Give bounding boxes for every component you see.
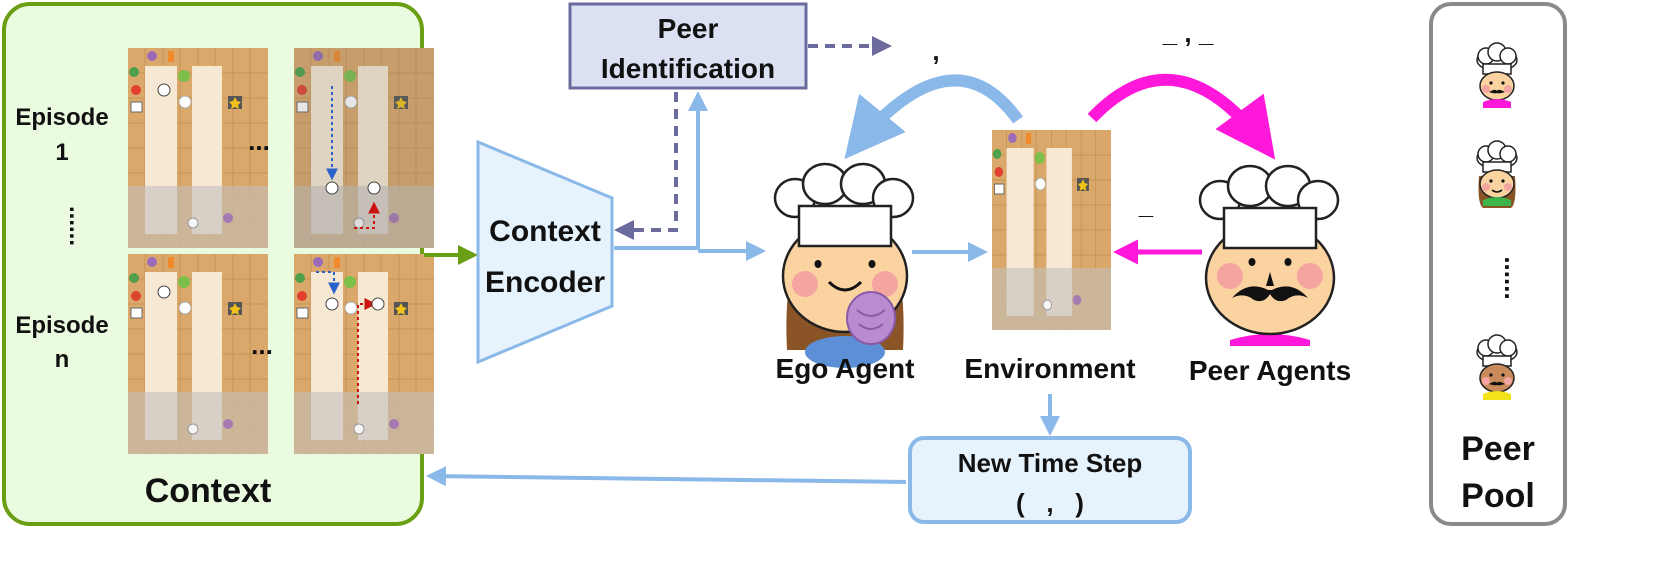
peer-agents-label: Peer Agents bbox=[1189, 355, 1351, 386]
timestep-to-context-arrow bbox=[426, 466, 907, 487]
peer-pool-label-line1: Peer bbox=[1461, 430, 1535, 468]
episode-n-label-line2: n bbox=[55, 346, 70, 373]
environment-kitchen bbox=[991, 129, 1112, 331]
context-encoder: Context Encoder bbox=[476, 139, 614, 365]
peer-agent-chef-icon bbox=[1198, 164, 1340, 346]
peer-pool-ellipsis: ...... bbox=[1499, 256, 1529, 299]
episode-1-label-line1: Episode bbox=[15, 104, 108, 131]
peer-pool-label-line2: Pool bbox=[1461, 477, 1535, 515]
comma-symbol: , bbox=[932, 36, 939, 66]
context-panel: Episode 1 ...... Episode n ... bbox=[2, 2, 435, 526]
ego-agent-chef-icon bbox=[773, 162, 915, 368]
environment-label: Environment bbox=[964, 353, 1135, 384]
episode-ellipsis-vertical: ...... bbox=[64, 206, 91, 246]
encoder-label-line1: Context bbox=[489, 215, 601, 248]
peer-identification-line2: Identification bbox=[601, 53, 775, 84]
episode-1-label-line2: 1 bbox=[55, 139, 68, 166]
peer-pool: ...... Peer Pool bbox=[1429, 2, 1567, 526]
peer-identification-line1: Peer bbox=[658, 13, 719, 44]
kitchen-thumb-n-2 bbox=[293, 253, 435, 455]
pool-chef-1-icon bbox=[1476, 42, 1518, 108]
environment-to-peer-arrow bbox=[1087, 73, 1276, 160]
ego-agent: Ego Agent bbox=[773, 162, 915, 384]
pool-chef-2-icon bbox=[1476, 140, 1518, 208]
encoder-label-line2: Encoder bbox=[485, 266, 605, 299]
episode-n-step-ellipsis: ... bbox=[251, 330, 273, 360]
episode-n-label-line1: Episode bbox=[15, 312, 108, 339]
new-time-step-box: New Time Step ( , ) bbox=[908, 436, 1192, 524]
encoder-to-peer-id-arrow bbox=[614, 91, 708, 250]
peer-policy-symbol: _ , _ bbox=[1162, 18, 1214, 48]
peer-id-to-encoder-arrow bbox=[614, 92, 678, 240]
peer-identification-box: Peer Identification bbox=[568, 2, 808, 90]
peer-agents: Peer Agents bbox=[1189, 164, 1351, 386]
kitchen-thumb-n-1 bbox=[127, 253, 269, 455]
kitchen-thumb-1-2 bbox=[293, 47, 435, 249]
ego-agent-label: Ego Agent bbox=[776, 353, 915, 384]
context-title: Context bbox=[145, 472, 272, 510]
new-time-step-title: New Time Step bbox=[958, 448, 1142, 478]
environment-to-ego-arrow bbox=[844, 74, 1023, 160]
new-time-step-tuple: ( , ) bbox=[1016, 488, 1084, 518]
peer-action-symbol: _ bbox=[1138, 190, 1154, 220]
peer-pool-box bbox=[1429, 2, 1567, 526]
environment: Environment bbox=[964, 129, 1136, 384]
encoder-trapezoid bbox=[476, 139, 614, 365]
onion-icon bbox=[846, 291, 896, 345]
episode-1-step-ellipsis: ... bbox=[248, 126, 270, 156]
kitchen-thumb-1-1 bbox=[127, 47, 269, 249]
pool-chef-3-icon bbox=[1476, 334, 1518, 400]
